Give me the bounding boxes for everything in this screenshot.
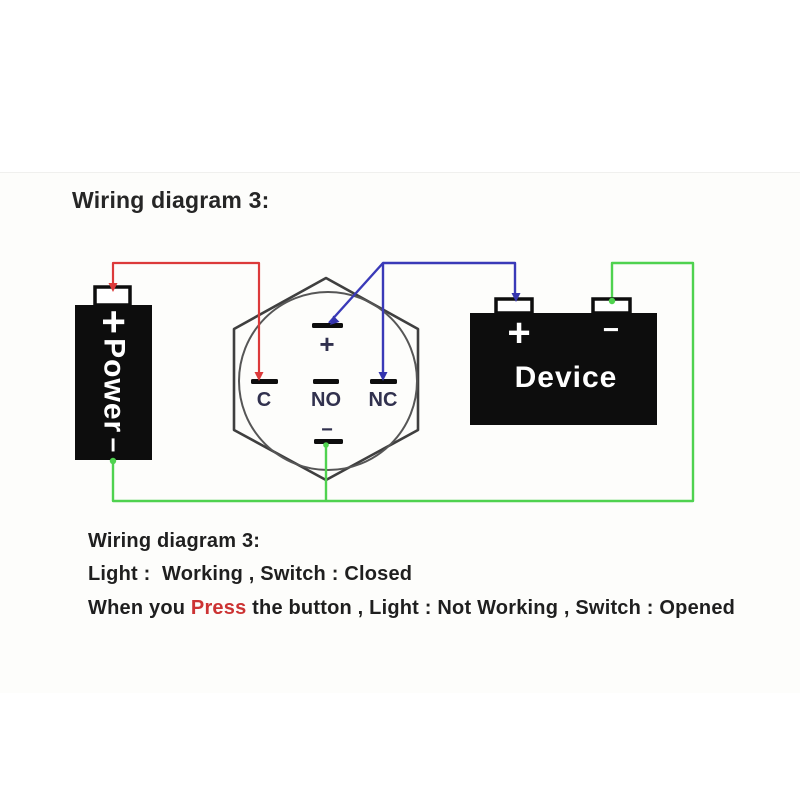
wire-green-ground <box>111 261 695 503</box>
caption-press-highlight: Press <box>190 597 247 619</box>
switch-terminal-bar-minus <box>314 439 343 444</box>
device-plus-label: + <box>507 311 531 355</box>
power-box <box>75 305 152 460</box>
caption-line-2: Light : Working , Switch : Closed <box>88 563 413 585</box>
switch-terminal-bar-no <box>313 379 339 384</box>
switch-no-label: NO <box>311 389 341 411</box>
blue-arrowhead-nc-terminal <box>378 372 388 381</box>
switch-circle-outline <box>238 291 418 471</box>
blue-arrowhead-device-plus <box>511 293 521 302</box>
power-labels-rotated: + Power − <box>75 305 152 460</box>
switch-terminal-bar-c <box>251 379 278 384</box>
power-minus-label: − <box>98 436 129 452</box>
switch-plus-label: + <box>319 329 335 359</box>
caption-line-3-suffix: the button , Light : Not Working , Switc… <box>246 597 736 619</box>
green-dot-device-minus <box>608 297 616 305</box>
device-box <box>470 313 657 425</box>
device-minus-label: − <box>602 314 620 345</box>
wire-red-power-to-c <box>111 261 261 378</box>
red-arrowhead-power-plus <box>108 283 118 292</box>
switch-terminal-bar-nc <box>370 379 397 384</box>
green-dot-power-minus <box>109 457 117 465</box>
switch-nc-label: NC <box>368 389 398 411</box>
caption-line-3-prefix: When you <box>88 597 191 619</box>
power-plus-label: + <box>90 309 138 334</box>
red-arrowhead-c-terminal <box>254 372 264 381</box>
wire-blue-nc-to-device <box>328 261 517 378</box>
caption-line-1: Wiring diagram 3: <box>88 530 261 552</box>
device-name-label: Device <box>514 361 618 394</box>
switch-terminal-bar-plus <box>312 323 343 328</box>
switch-c-label: C <box>256 389 272 411</box>
caption-line-3: When you Press the button , Light : Not … <box>88 598 735 618</box>
power-labels: + Power − <box>75 305 152 460</box>
page-title: Wiring diagram 3: <box>72 187 270 213</box>
power-name-label: Power <box>97 337 131 433</box>
switch-minus-label: − <box>321 419 333 441</box>
green-dot-switch-minus <box>323 442 329 448</box>
